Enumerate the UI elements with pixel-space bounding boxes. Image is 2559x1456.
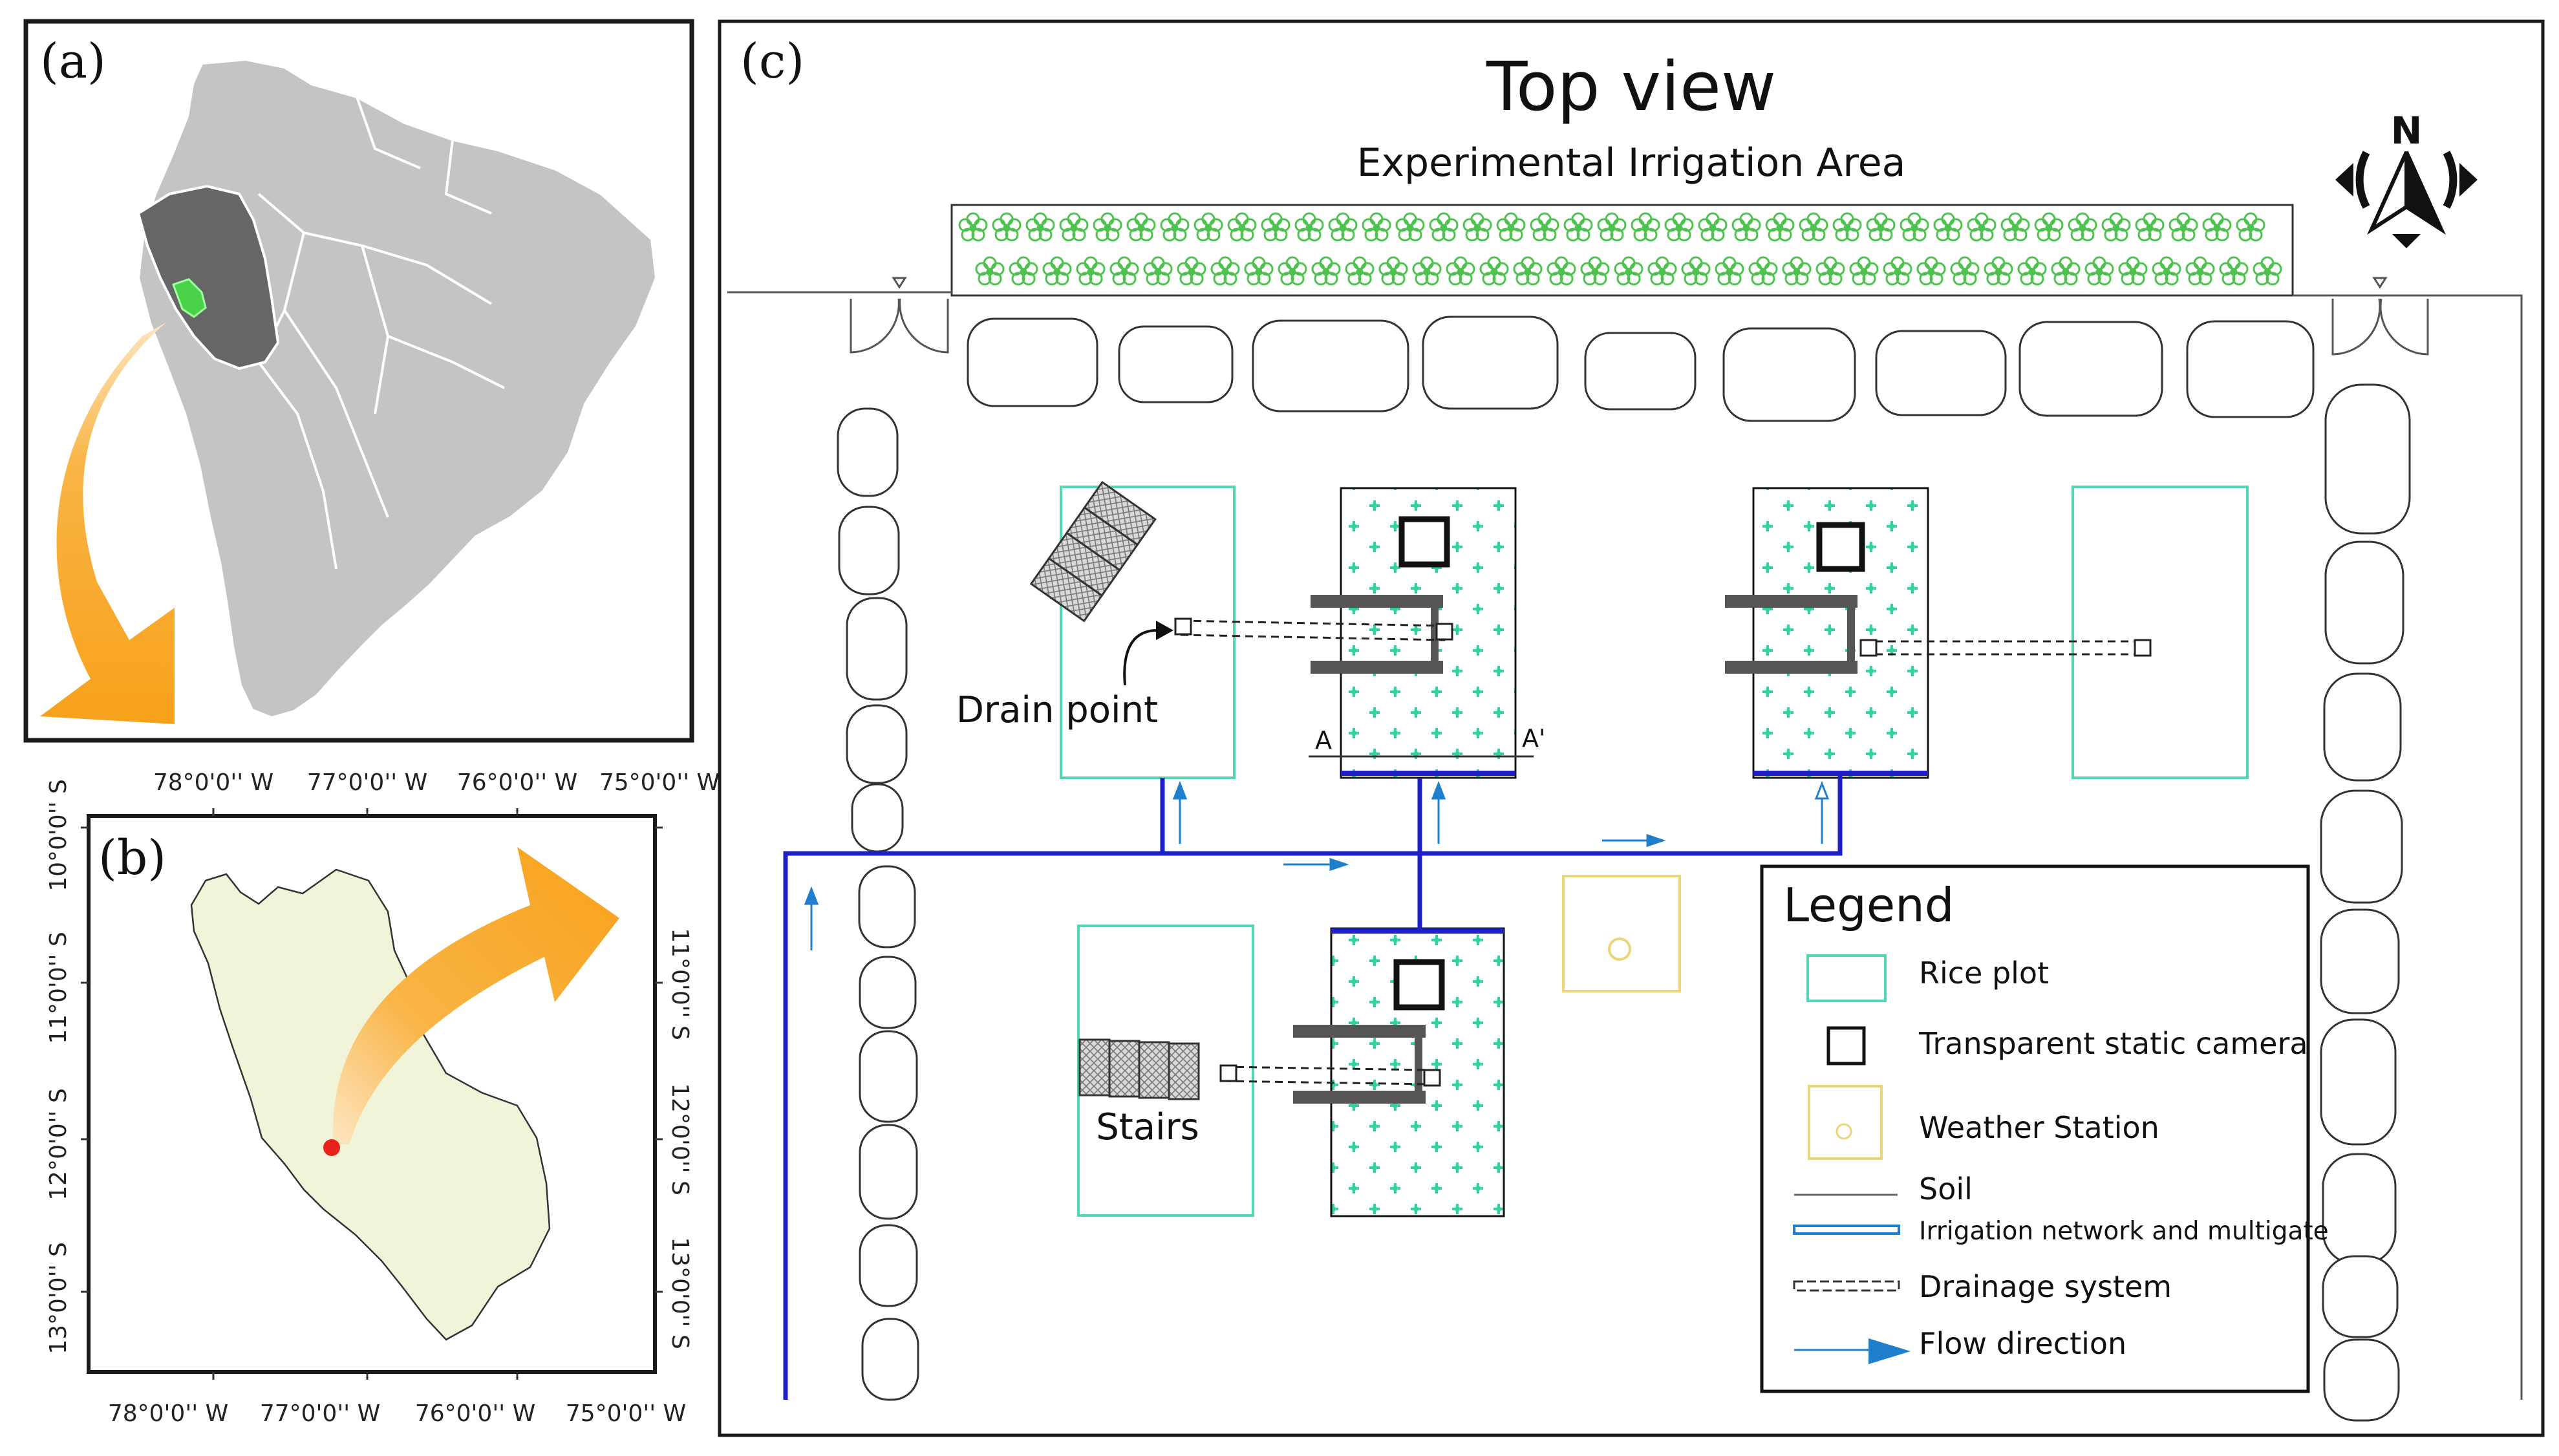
study-site-dot — [323, 1139, 340, 1156]
lon-tick-top-4: 75°0'0'' W — [599, 769, 720, 796]
rice-plot-3 — [1077, 925, 1254, 1217]
section-a-prime-label: A' — [1522, 724, 1545, 753]
rice-plot-symbol — [1806, 954, 1887, 1002]
rice-plot-1 — [1060, 486, 1236, 779]
camera-icon — [1816, 522, 1865, 572]
diagram-title: Top view — [1486, 47, 1776, 126]
lat-tick-right-1: 11°0'0'' S — [667, 928, 693, 1040]
legend-label-rice-plot: Rice plot — [1919, 956, 2049, 990]
lat-tick-left-3: 12°0'0'' S — [45, 1088, 72, 1201]
map-ticks — [81, 808, 663, 1380]
lon-tick-bottom-2: 77°0'0'' W — [260, 1400, 380, 1427]
country-borders — [257, 96, 505, 570]
stairs-label: Stairs — [1096, 1106, 1199, 1148]
rice-plots-empty — [1060, 486, 2249, 1217]
legend: Legend Rice plot Transparent static came… — [1760, 864, 2329, 1393]
legend-title: Legend — [1783, 878, 1954, 932]
camera-symbol — [1826, 1026, 1866, 1065]
diagram-subtitle: Experimental Irrigation Area — [1357, 140, 1906, 186]
camera-icon — [1398, 516, 1450, 568]
north-label: N — [2391, 109, 2423, 153]
legend-label-drainage: Drainage system — [1919, 1269, 2172, 1304]
drainage-bars — [1293, 595, 1858, 1104]
legend-label-camera: Transparent static camera — [1918, 1026, 2308, 1061]
north-arrow-icon: N — [2335, 109, 2478, 248]
panel-a: (a) — [23, 19, 694, 743]
legend-label-soil: Soil — [1919, 1172, 1973, 1206]
south-america-map — [136, 58, 658, 720]
irrigation-line — [1793, 1225, 1900, 1235]
gate-left-icon — [850, 277, 949, 354]
zoom-arrow-b — [333, 847, 619, 1144]
drain-point-arrow — [1123, 629, 1158, 686]
lima-region-map — [190, 868, 551, 1341]
lon-tick-bottom-1: 78°0'0'' W — [108, 1400, 228, 1427]
gate-right-icon — [2331, 277, 2429, 356]
panel-a-label: (a) — [40, 34, 106, 89]
panel-b: 78°0'0'' W 77°0'0'' W 76°0'0'' W 75°0'0'… — [45, 769, 720, 1427]
lima-highlight — [172, 278, 207, 318]
legend-label-weather: Weather Station — [1919, 1110, 2159, 1145]
lon-tick-bottom-4: 75°0'0'' W — [566, 1400, 686, 1427]
lon-tick-top-2: 77°0'0'' W — [307, 769, 427, 796]
lat-tick-right-3: 13°0'0'' S — [667, 1237, 693, 1349]
field-obstacles — [837, 316, 2411, 1422]
peru-shape — [136, 184, 280, 370]
stairs-bottom — [1078, 1038, 1200, 1100]
panel-c: (c) Top view Experimental Irrigation Are… — [718, 19, 2545, 1437]
zoom-arrow-a — [40, 322, 175, 724]
flow-arrowhead — [1868, 1338, 1911, 1364]
drain-point-arrowhead — [1156, 621, 1173, 640]
legend-label-irrigation: Irrigation network and multigate — [1919, 1217, 2329, 1246]
drainage-pipes — [1174, 617, 2152, 1087]
drainage-line — [1793, 1280, 1900, 1292]
legend-box — [1760, 864, 2310, 1393]
lat-tick-left-1: 10°0'0'' S — [45, 779, 72, 892]
cameras — [1393, 516, 1865, 1011]
lon-tick-top-1: 78°0'0'' W — [153, 769, 273, 796]
lat-tick-left-4: 13°0'0'' S — [45, 1242, 72, 1354]
irrigation-network — [783, 771, 1928, 1400]
area-boundary — [727, 291, 2523, 1400]
lon-tick-bottom-3: 76°0'0'' W — [415, 1400, 535, 1427]
panel-b-label: (b) — [98, 830, 166, 886]
legend-label-flow: Flow direction — [1919, 1326, 2126, 1361]
stairs-top — [1029, 480, 1157, 623]
lat-tick-left-2: 11°0'0'' S — [45, 932, 72, 1044]
lon-tick-top-3: 76°0'0'' W — [457, 769, 577, 796]
weather-station-icon — [1562, 875, 1681, 992]
weather-station-symbol — [1808, 1085, 1883, 1160]
flow-arrows — [804, 780, 1830, 950]
camera-icon — [1393, 959, 1445, 1011]
lat-tick-right-2: 12°0'0'' S — [667, 1083, 693, 1195]
drain-point-label: Drain point — [956, 689, 1158, 731]
panel-c-label: (c) — [740, 34, 804, 89]
section-a-label: A — [1315, 726, 1332, 755]
rice-plot-2 — [2072, 486, 2249, 779]
